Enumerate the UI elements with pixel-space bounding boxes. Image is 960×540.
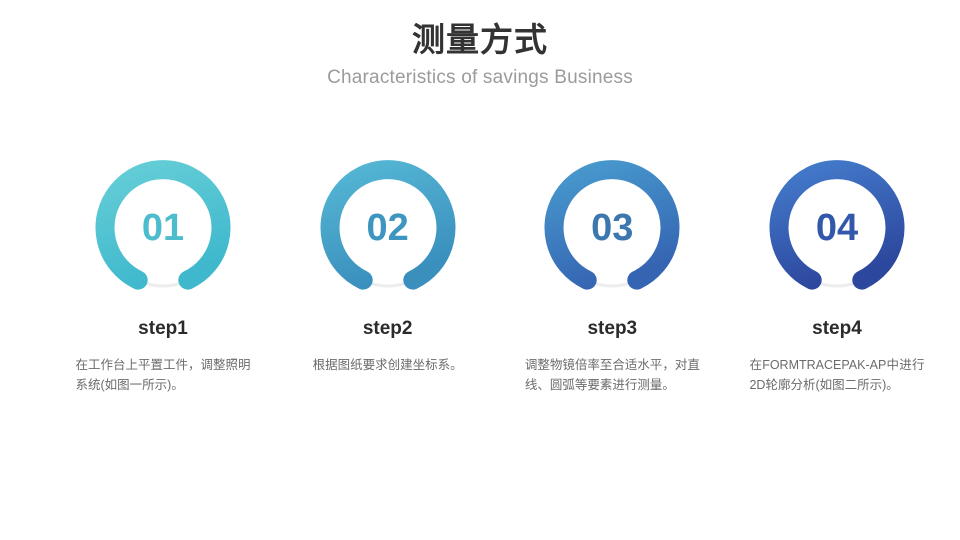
progress-ring-3: 03 [542, 158, 682, 298]
progress-ring-4: 04 [767, 158, 907, 298]
ring-arc-2 [320, 160, 456, 290]
step-item-4[interactable]: 04 step4 在FORMTRACEPAK-AP中进行2D轮廓分析(如图二所示… [732, 158, 942, 395]
page-subtitle: Characteristics of savings Business [327, 67, 633, 88]
ring-arc-1 [95, 160, 231, 290]
ring-number-2: 02 [366, 207, 409, 249]
ring-arc-3 [544, 160, 680, 290]
page-title: 测量方式 [412, 21, 548, 58]
step-description-4: 在FORMTRACEPAK-AP中进行2D轮廓分析(如图二所示)。 [749, 358, 925, 392]
step-label-2: step2 [362, 318, 413, 339]
ring-arc-4 [769, 160, 905, 290]
progress-ring-1: 01 [93, 158, 233, 298]
slide-header: 测量方式 Characteristics of savings Business [0, 18, 960, 92]
progress-ring-2: 02 [318, 158, 458, 298]
ring-number-1: 01 [141, 207, 185, 249]
step-description-3: 调整物镜倍率至合适水平，对直线、圆弧等要素进行测量。 [524, 358, 700, 392]
step-description-1: 在工作台上平置工件，调整照明系统(如图一所示)。 [75, 358, 251, 392]
step-item-3[interactable]: 03 step3 调整物镜倍率至合适水平，对直线、圆弧等要素进行测量。 [507, 158, 717, 395]
ring-number-4: 04 [815, 207, 859, 249]
step-item-2[interactable]: 02 step2 根据图纸要求创建坐标系。 [283, 158, 493, 375]
ring-number-3: 03 [591, 207, 634, 249]
step-item-1[interactable]: 01 step1 在工作台上平置工件，调整照明系统(如图一所示)。 [58, 158, 268, 395]
step-label-1: step1 [138, 318, 188, 339]
step-description-2: 根据图纸要求创建坐标系。 [312, 358, 463, 372]
steps-row: 01 step1 在工作台上平置工件，调整照明系统(如图一所示)。 [58, 158, 942, 395]
step-label-4: step4 [812, 318, 862, 339]
step-label-3: step3 [587, 318, 638, 339]
